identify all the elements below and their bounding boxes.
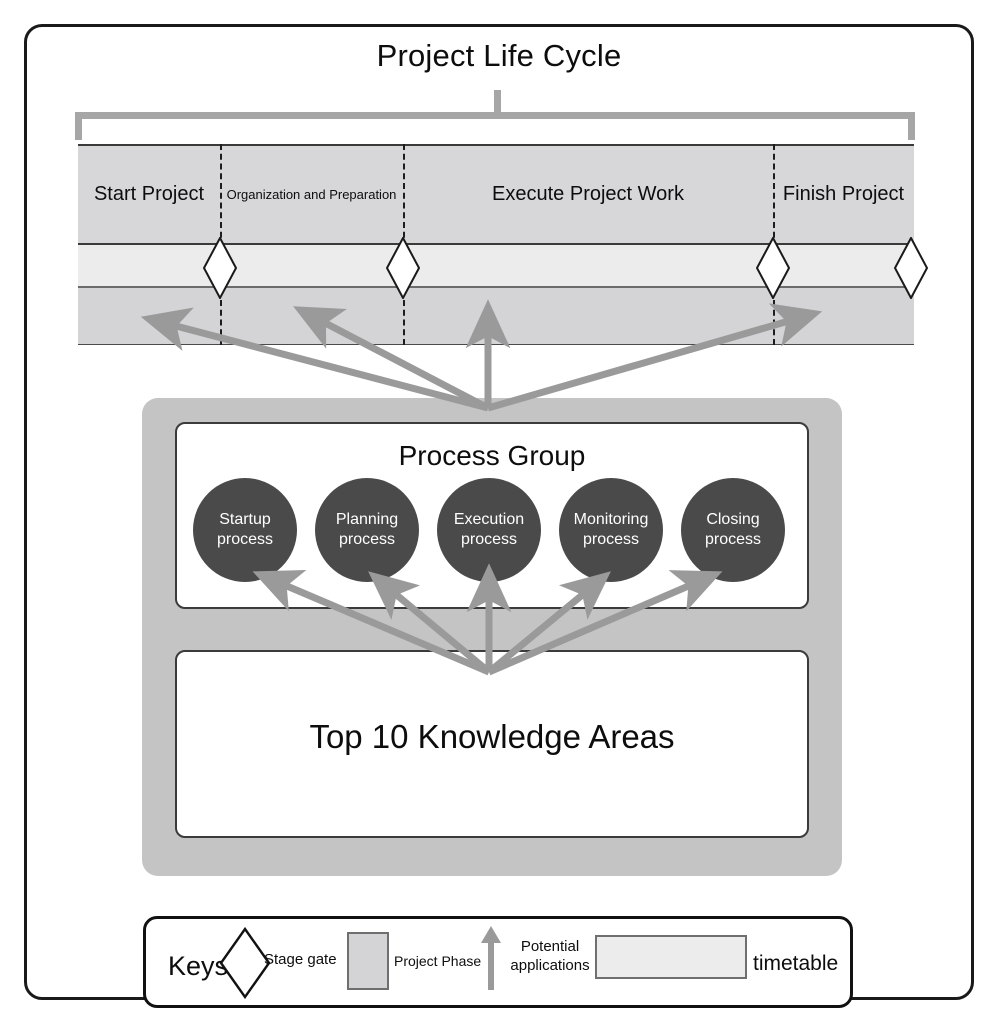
process-label-line1: Monitoring <box>573 511 649 529</box>
legend-project-phase-label: Project Phase <box>394 953 482 969</box>
legend-apps-line2: applications <box>510 956 590 974</box>
phase-label-organization-and-preparation[interactable]: Organization and Preparation <box>226 186 397 202</box>
bracket-left-cap <box>75 112 82 140</box>
bracket-right-cap <box>908 112 915 140</box>
knowledge-areas-box <box>175 650 809 838</box>
process-label-line2: process <box>338 531 396 548</box>
stage-gate-diamond-2[interactable] <box>386 237 420 299</box>
process-circle-startup[interactable]: Startup process <box>193 478 297 582</box>
process-label-line2: process <box>582 531 640 548</box>
process-label-line1: Startup <box>219 511 271 529</box>
process-label-line1: Execution <box>453 511 525 529</box>
life-cycle-bracket <box>75 90 915 140</box>
process-label-line2: process <box>216 531 274 548</box>
stage-gate-diamond-3[interactable] <box>756 237 790 299</box>
legend-timetable-swatch <box>595 935 747 979</box>
process-circle-planning[interactable]: Planning process <box>315 478 419 582</box>
legend-stage-gate-label: Stage gate <box>264 951 337 968</box>
process-label-line1: Planning <box>335 511 399 529</box>
bracket-stem <box>494 90 501 114</box>
legend-up-arrow-icon <box>481 926 501 990</box>
process-circle-monitoring[interactable]: Monitoring process <box>559 478 663 582</box>
process-group-title: Process Group <box>398 440 586 471</box>
phase-label-finish-project[interactable]: Finish Project <box>782 183 905 205</box>
legend-apps-line1: Potential <box>520 938 580 955</box>
legend-project-phase-swatch <box>347 932 389 990</box>
stage-gate-diamond-4[interactable] <box>894 237 928 299</box>
phase-label-start-project[interactable]: Start Project <box>93 183 205 205</box>
process-label-line1: Closing <box>706 511 760 529</box>
legend-potential-applications-label: Potential applications <box>505 938 595 976</box>
page-title: Project Life Cycle <box>376 38 622 73</box>
phase-label-execute-project-work[interactable]: Execute Project Work <box>492 183 684 205</box>
bracket-bar <box>75 112 915 119</box>
legend-timetable-label: timetable <box>753 952 839 975</box>
process-label-line2: process <box>460 531 518 548</box>
process-label-line2: process <box>704 531 762 548</box>
stage-gate-diamond-1[interactable] <box>203 237 237 299</box>
knowledge-areas-title: Top 10 Knowledge Areas <box>309 718 675 755</box>
legend-diamond-icon <box>219 926 271 1000</box>
process-circle-execution[interactable]: Execution process <box>437 478 541 582</box>
process-circle-closing[interactable]: Closing process <box>681 478 785 582</box>
